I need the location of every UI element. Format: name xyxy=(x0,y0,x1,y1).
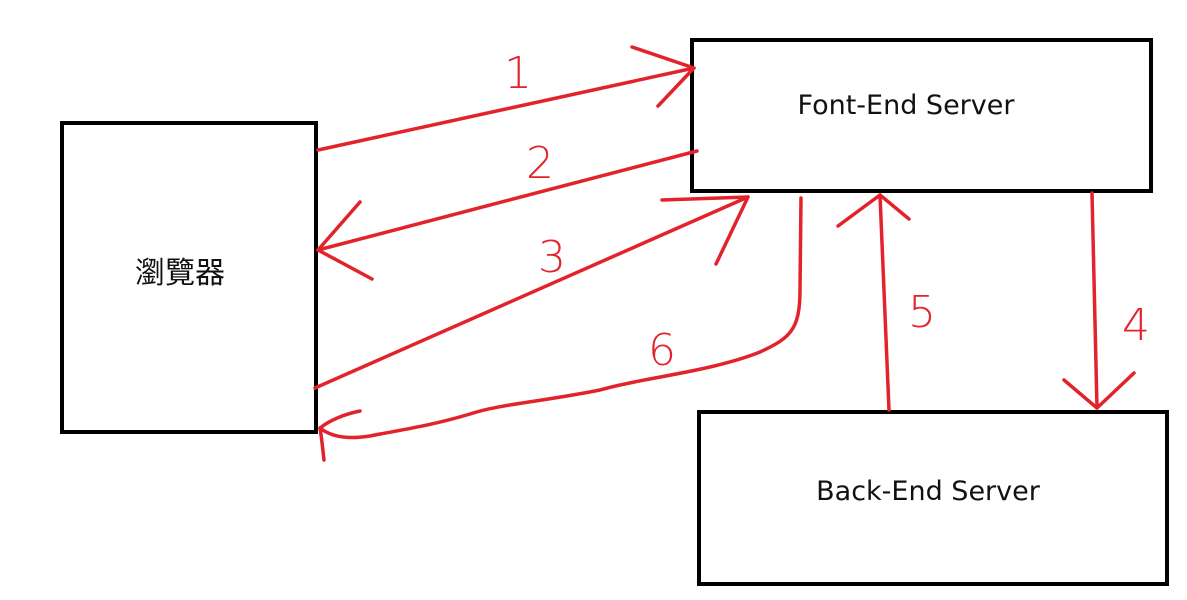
arrow-step-6 xyxy=(318,196,803,462)
arrow-1-shaft xyxy=(316,66,696,152)
arrow-6-head xyxy=(318,409,362,462)
step-label-1: 1 xyxy=(504,48,532,99)
arrow-4-head xyxy=(1062,371,1136,410)
step-label-5: 5 xyxy=(908,287,936,338)
arrow-2-head xyxy=(316,200,374,281)
browser-label: 瀏覽器 xyxy=(135,256,225,291)
frontend-server-label: Font-End Server xyxy=(798,90,1016,121)
step-label-2: 2 xyxy=(526,138,554,189)
arrow-5-shaft xyxy=(878,193,891,412)
step-label-4: 4 xyxy=(1122,300,1150,351)
arrow-1-head xyxy=(630,45,696,108)
step-label-6: 6 xyxy=(648,325,676,376)
backend-server-label: Back-End Server xyxy=(816,476,1041,507)
arrow-6-shaft xyxy=(318,196,803,440)
arrow-2-shaft xyxy=(316,149,699,252)
backend-server-box xyxy=(697,410,1169,586)
arrow-3-head xyxy=(660,195,750,266)
arrow-step-3 xyxy=(313,195,750,390)
arrow-4-shaft xyxy=(1090,191,1099,410)
arrow-step-2 xyxy=(316,149,699,281)
arrow-step-1 xyxy=(316,45,696,152)
frontend-server-box xyxy=(690,38,1153,193)
browser-box xyxy=(60,121,318,434)
arrow-3-shaft xyxy=(313,195,750,390)
arrow-step-5 xyxy=(836,193,911,412)
step-label-3: 3 xyxy=(538,232,566,283)
arrow-step-4 xyxy=(1062,191,1136,410)
arrow-5-head xyxy=(836,193,911,228)
